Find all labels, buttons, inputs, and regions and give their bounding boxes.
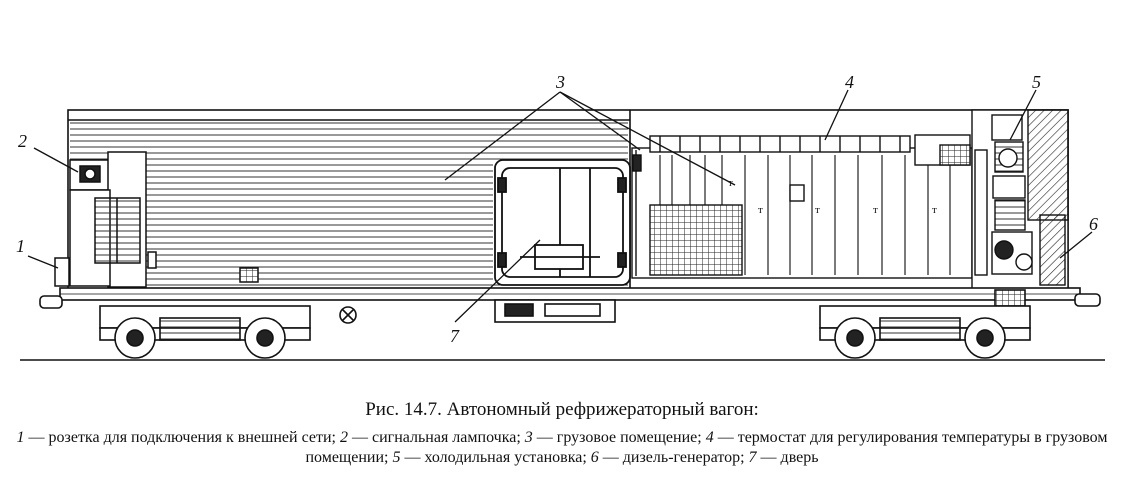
legend-text-2: — сигнальная лампочка; [347,429,525,446]
legend-num-1: 1 [16,429,25,446]
door [494,159,631,286]
legend-num-3: 3 [524,429,533,446]
legend-text-3: — грузовое помещение; [532,429,706,446]
refrigerator-car-diagram: т т т т т [16,72,1105,361]
legend-text-4: — термостат для регулирования температур… [305,429,1108,466]
callout-5: 5 [1032,72,1041,92]
legend-num-5: 5 [392,449,401,466]
caption-title: Рис. 14.7. Автономный рефрижераторный ва… [365,399,759,420]
caption-legend: 1 — розетка для подключения к внешней се… [0,428,1124,468]
leader-lines [27,89,1093,323]
left-bogie [99,305,311,359]
underframe [20,287,1105,361]
thermostat-marker: т [873,204,878,216]
end-equipment [54,151,259,288]
legend-num-4: 4 [705,429,714,446]
callout-1: 1 [16,236,25,256]
callout-7: 7 [450,326,460,346]
thermostat-marker: т [758,204,763,216]
legend-text-6: — дизель-генератор; [598,449,749,466]
figure-caption: Рис. 14.7. Автономный рефрижераторный ва… [0,398,1124,468]
callout-3: 3 [555,72,565,92]
legend-num-7: 7 [748,449,757,466]
callout-2: 2 [18,131,27,151]
callout-4: 4 [845,72,854,92]
legend-text-1: — розетка для подключения к внешней сети… [24,429,340,446]
legend-num-6: 6 [590,449,599,466]
cargo-compartment [631,135,973,279]
right-bogie [819,305,1031,359]
thermostat-marker: т [932,204,937,216]
callout-labels: 1 2 3 4 5 6 7 [16,72,1098,346]
legend-num-2: 2 [339,429,348,446]
thermostat-marker: т [815,204,820,216]
callout-6: 6 [1089,214,1098,234]
legend-text-5: — холодильная установка; [400,449,591,466]
legend-text-7: — дверь [756,449,819,466]
